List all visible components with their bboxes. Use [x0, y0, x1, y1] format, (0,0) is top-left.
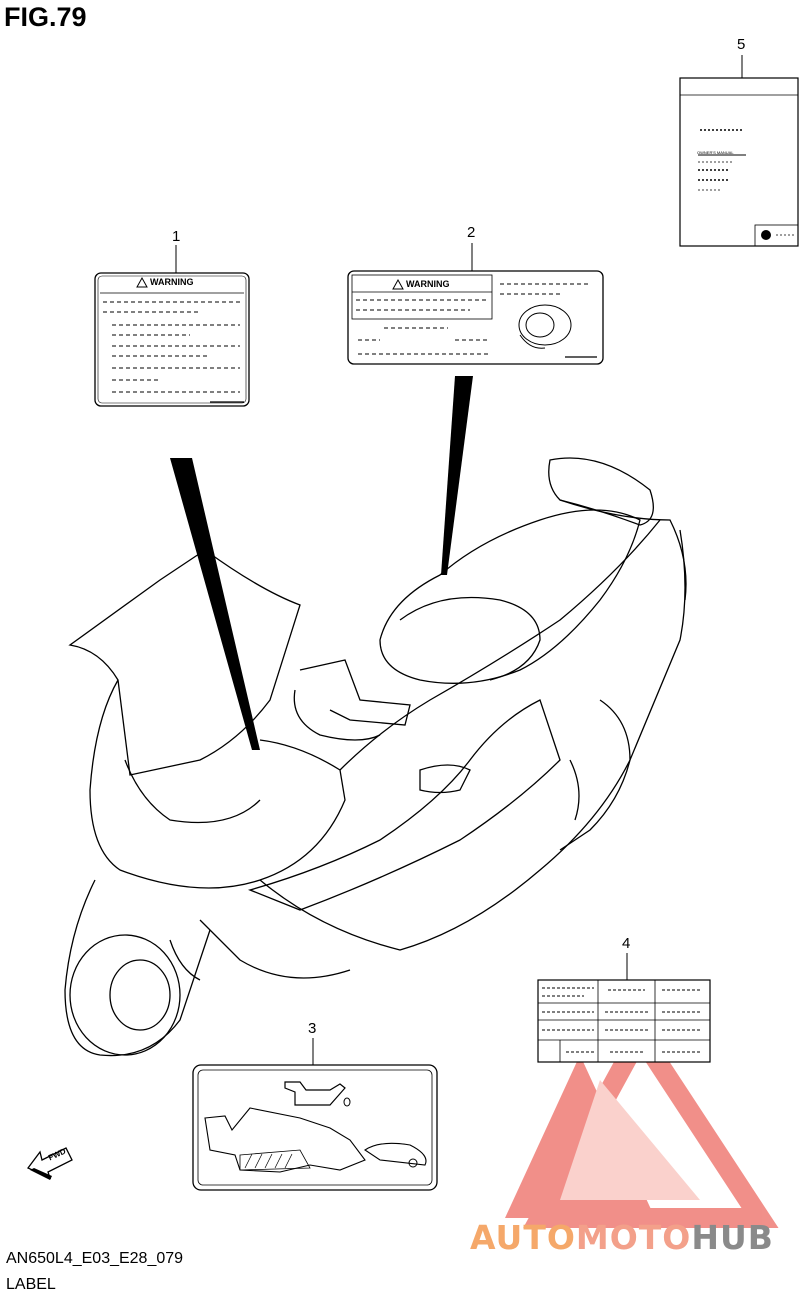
label-5-manual-text: OWNER'S MANUAL — [697, 150, 734, 155]
pointer-label-2 — [441, 376, 473, 575]
label-1-warning-text: WARNING — [150, 277, 194, 287]
label-1-box — [94, 245, 250, 407]
callout-1: 1 — [172, 228, 181, 245]
callout-2: 2 — [467, 224, 476, 241]
callout-3: 3 — [308, 1020, 317, 1037]
callout-4: 4 — [622, 935, 631, 952]
fwd-arrow-icon — [26, 1147, 73, 1180]
watermark-logo — [505, 1015, 779, 1228]
label-2-box — [347, 243, 604, 365]
footer-code: AN650L4_E03_E28_079 — [6, 1250, 184, 1267]
watermark-auto: AUTO — [470, 1218, 576, 1257]
watermark-moto: MOTO — [575, 1218, 692, 1257]
label-2-warning-text: WARNING — [406, 279, 450, 289]
footer-name: LABEL — [6, 1276, 56, 1293]
motorcycle-illustration — [64, 457, 687, 1057]
pointer-label-1 — [170, 458, 260, 750]
watermark-text: AUTOMOTOHUB — [470, 1218, 774, 1257]
figure-title: FIG.79 — [4, 2, 87, 32]
callout-5: 5 — [737, 36, 746, 53]
label-4-box — [537, 953, 711, 1063]
watermark-hub: HUB — [691, 1218, 774, 1257]
label-5-manual — [679, 55, 799, 247]
label-3-box — [192, 1038, 438, 1191]
